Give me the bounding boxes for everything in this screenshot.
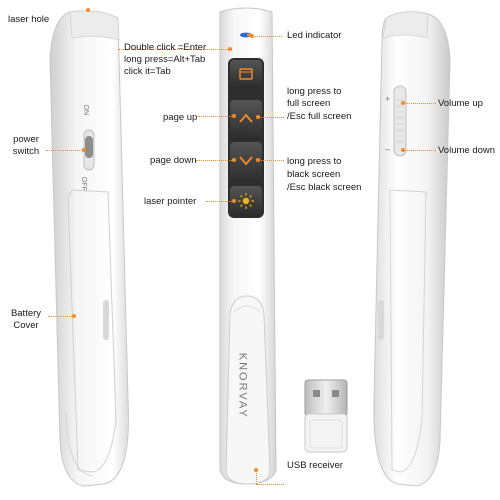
callout-dot	[256, 158, 260, 162]
label-volume-down: Volume down	[438, 145, 496, 156]
callout-dot	[256, 115, 260, 119]
switch-off-text: OFF	[79, 176, 87, 191]
label-long-press-full-1: long press to	[287, 86, 342, 97]
label-led-indicator: Led indicator	[287, 30, 342, 41]
callout-line	[256, 484, 284, 485]
label-battery: Battery	[10, 308, 42, 319]
callout-line	[206, 201, 234, 202]
callout-dot	[86, 8, 90, 12]
right-side-view	[373, 11, 451, 487]
label-esc-full-screen: /Esc full screen	[287, 111, 352, 122]
left-side-view	[49, 10, 129, 487]
callout-dot	[254, 468, 258, 472]
label-black-screen: black screen	[287, 169, 341, 180]
label-volume-up: Volume up	[438, 98, 483, 109]
callout-line	[252, 36, 282, 37]
callout-dot	[232, 158, 236, 162]
label-page-up: page up	[163, 112, 198, 123]
label-esc-black-screen: /Esc black screen	[287, 182, 362, 193]
callout-dot	[72, 314, 76, 318]
front-view	[219, 7, 277, 485]
callout-dot	[82, 148, 86, 152]
volume-minus-text: –	[385, 144, 391, 154]
callout-line	[198, 116, 234, 117]
callout-dot	[232, 199, 236, 203]
label-long-press-alt: long press=Alt+Tab	[124, 54, 206, 65]
callout-line	[404, 103, 436, 104]
callout-line	[404, 150, 436, 151]
label-page-down: page down	[150, 155, 197, 166]
callout-line	[258, 160, 284, 161]
usb-receiver	[304, 379, 348, 453]
callout-dot	[232, 114, 236, 118]
label-click-tab: click it=Tab	[124, 66, 171, 77]
label-double-click: Double click =Enter	[124, 42, 207, 53]
callout-dot	[250, 34, 254, 38]
callout-dot	[401, 148, 405, 152]
label-laser-hole: laser hole	[8, 14, 50, 25]
callout-line	[118, 49, 230, 50]
label-switch: switch	[12, 146, 40, 157]
switch-on-text: ON	[82, 104, 89, 116]
label-power: power	[13, 134, 39, 145]
callout-line	[256, 470, 257, 484]
callout-line	[258, 117, 284, 118]
callout-line	[46, 150, 84, 151]
volume-plus-text: +	[385, 94, 391, 104]
callout-line	[48, 316, 74, 317]
brand-logo-text: KNORVAY	[236, 352, 249, 419]
label-cover: Cover	[13, 320, 39, 331]
label-full-screen: full screen	[287, 98, 331, 109]
label-laser-pointer: laser pointer	[144, 196, 197, 207]
label-long-press-black-1: long press to	[287, 156, 342, 167]
callout-line	[196, 160, 234, 161]
callout-dot	[401, 101, 405, 105]
label-usb-receiver: USB receiver	[287, 460, 343, 471]
callout-dot	[228, 47, 232, 51]
